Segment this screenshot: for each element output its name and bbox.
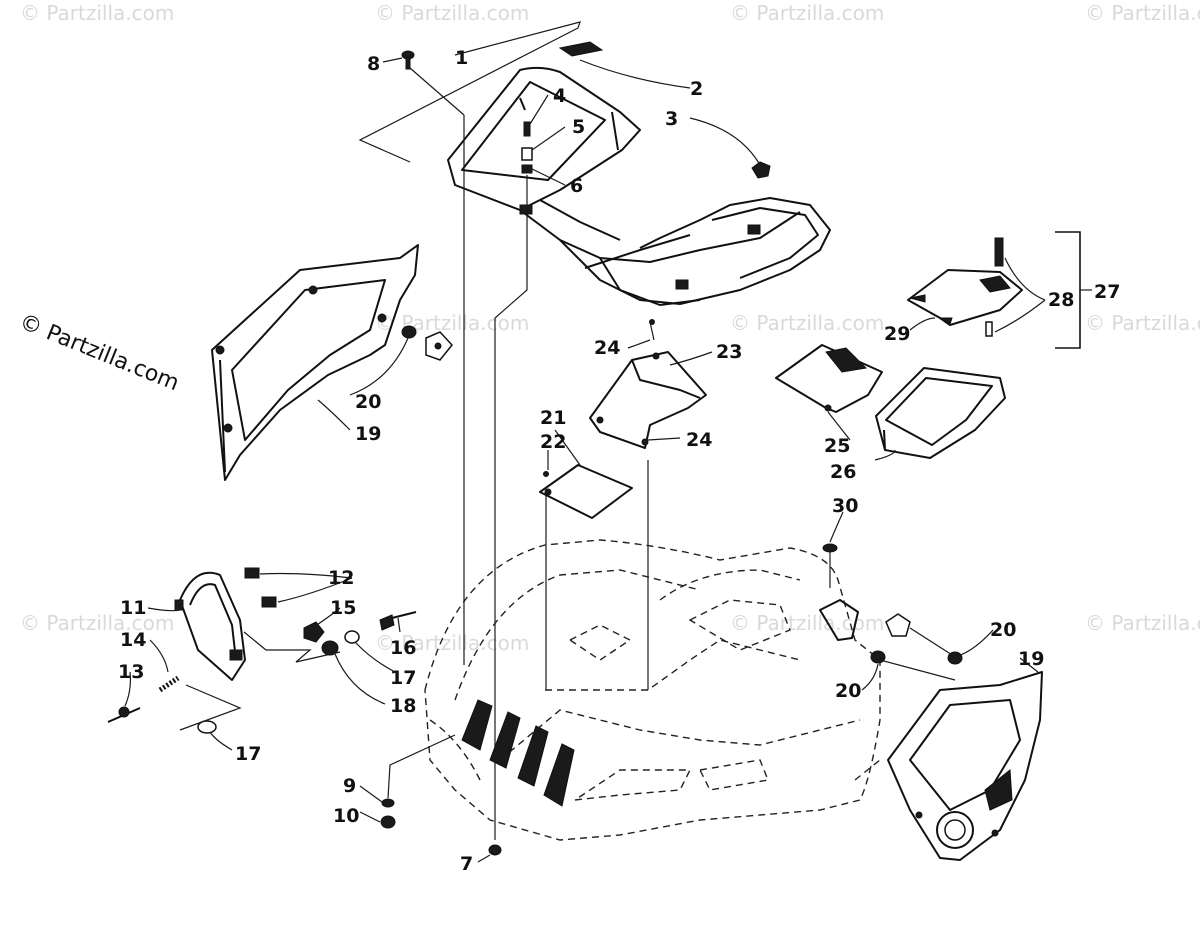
watermark: © Partzilla.com [730,311,884,335]
callout-17: 17 [390,667,416,689]
callout-7: 7 [460,853,473,875]
callout-26: 26 [830,461,856,483]
callout-15: 15 [330,597,356,619]
screw-part [401,50,415,70]
headlight-hardware-part [107,567,417,734]
right-side-panel-part [887,671,1043,861]
callout-19: 19 [355,423,381,445]
callout-24: 24 [686,429,712,451]
watermark: © Partzilla.com [1085,1,1200,25]
headlight-part [174,571,246,681]
callout-2: 2 [690,78,703,100]
callout-5: 5 [572,116,585,138]
callout-25: 25 [824,435,850,457]
callout-19: 19 [1018,648,1044,670]
watermark: © Partzilla.com [20,1,174,25]
callout-24: 24 [594,337,620,359]
leader-line [358,21,581,163]
rack-hardware-part [521,121,533,174]
watermark: © Partzilla.com [375,311,529,335]
callout-labels: 1 2 3 4 5 6 7 8 9 10 11 12 13 14 15 16 1… [118,47,1120,875]
callout-14: 14 [120,629,146,651]
watermark: © Partzilla.com [1085,311,1200,335]
watermark: © Partzilla.com [730,1,884,25]
plate-part [539,464,633,519]
callout-6: 6 [570,175,583,197]
mount-bracket-part [819,543,859,641]
callout-22: 22 [540,431,566,453]
watermark: © Partzilla.com [375,1,529,25]
panel-fastener-part [401,325,453,361]
watermark-layer: © Partzilla.com © Partzilla.com © Partzi… [16,1,1200,655]
front-body-part [424,539,881,841]
panel-fastener-part [870,613,963,665]
watermark: © Partzilla.com [20,611,174,635]
decal-part [558,41,604,57]
storage-box-part [875,367,1006,459]
callout-leaders [124,57,1046,863]
leader-line [387,734,456,799]
watermark-main: © Partzilla.com [16,309,183,396]
callout-17: 17 [235,743,261,765]
callout-28: 28 [1048,289,1074,311]
callout-27: 27 [1094,281,1120,303]
callout-11: 11 [120,597,146,619]
callout-1: 1 [455,47,468,69]
callout-3: 3 [665,108,678,130]
callout-16: 16 [390,637,416,659]
push-nut-part [751,161,771,179]
callout-8: 8 [367,53,380,75]
callout-13: 13 [118,661,144,683]
callout-20: 20 [835,680,861,702]
leader-line [879,627,961,681]
watermark: © Partzilla.com [375,631,529,655]
callout-29: 29 [884,323,910,345]
lid-assembly-part [907,237,1023,337]
callout-10: 10 [333,805,359,827]
callout-23: 23 [716,341,742,363]
callout-12: 12 [328,567,354,589]
watermark: © Partzilla.com [730,611,884,635]
callout-21: 21 [540,407,566,429]
callout-4: 4 [553,85,566,107]
left-side-panel-part [211,244,419,481]
callout-9: 9 [343,775,356,797]
callout-18: 18 [390,695,416,717]
callout-20: 20 [990,619,1016,641]
leader-line [179,684,242,731]
storage-bracket-part [589,319,707,449]
storage-lid-part [775,344,883,413]
leader-line [243,631,341,663]
watermark: © Partzilla.com [1085,611,1200,635]
callout-30: 30 [832,495,858,517]
bottom-hardware-part [380,798,502,856]
front-rack-part [447,66,831,306]
callout-20: 20 [355,391,381,413]
